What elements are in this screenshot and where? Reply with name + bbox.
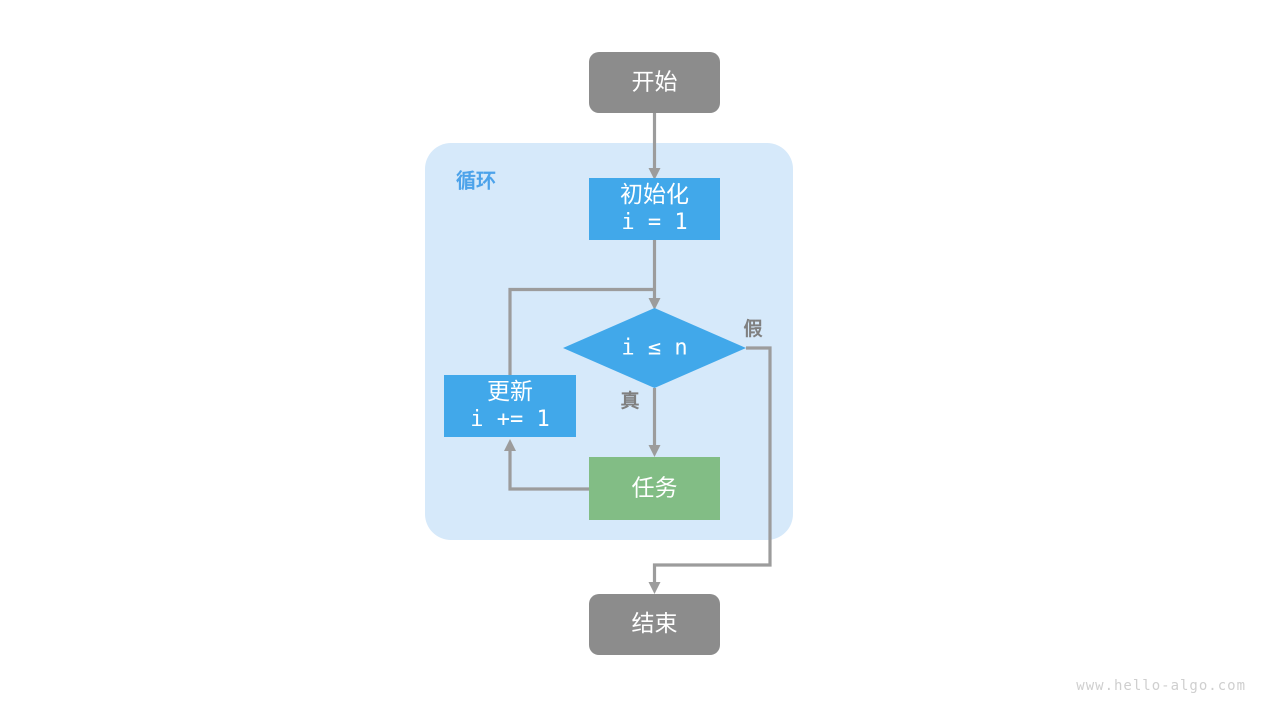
node-end-shape[interactable]: [589, 594, 720, 655]
node-update-label: 更新: [487, 378, 533, 404]
node-start-label: 开始: [632, 69, 678, 95]
edge-start-to-init-arrowhead: [648, 168, 661, 180]
node-update[interactable]: 更新 i += 1: [444, 375, 576, 437]
node-init-shape[interactable]: [589, 178, 720, 240]
node-init[interactable]: 初始化 i = 1: [589, 178, 720, 240]
node-end[interactable]: 结束: [589, 594, 720, 655]
loop-group-label: 循环: [456, 168, 496, 192]
node-condition-label: i ≤ n: [621, 336, 687, 361]
edge-task-to-update: [508, 447, 589, 491]
node-init-label: 初始化: [620, 181, 689, 207]
edge-condition-to-end-arrowhead: [648, 582, 661, 594]
node-task[interactable]: 任务: [589, 457, 720, 520]
node-update-shape[interactable]: [444, 375, 576, 437]
node-condition[interactable]: i ≤ n: [563, 308, 746, 388]
node-init-code: i = 1: [621, 210, 687, 235]
watermark-text: www.hello-algo.com: [1076, 678, 1246, 694]
edge-condition-to-end: [652, 346, 772, 586]
edge-init-to-condition-arrowhead: [648, 298, 661, 310]
node-update-code: i += 1: [470, 407, 549, 432]
node-task-label: 任务: [632, 475, 678, 501]
edge-update-to-condition: [508, 287, 655, 375]
node-condition-shape[interactable]: [563, 308, 746, 388]
edge-task-to-update-arrowhead: [504, 439, 516, 451]
node-start[interactable]: 开始: [589, 52, 720, 113]
edge-condition-to-task-arrowhead: [648, 445, 661, 457]
node-start-shape[interactable]: [589, 52, 720, 113]
node-task-shape[interactable]: [589, 457, 720, 520]
edge-layer: [504, 112, 772, 594]
branch-label-true: 真: [620, 389, 639, 412]
branch-label-layer: 真 假: [620, 317, 762, 412]
branch-label-false: 假: [743, 317, 762, 340]
node-end-label: 结束: [632, 610, 678, 636]
